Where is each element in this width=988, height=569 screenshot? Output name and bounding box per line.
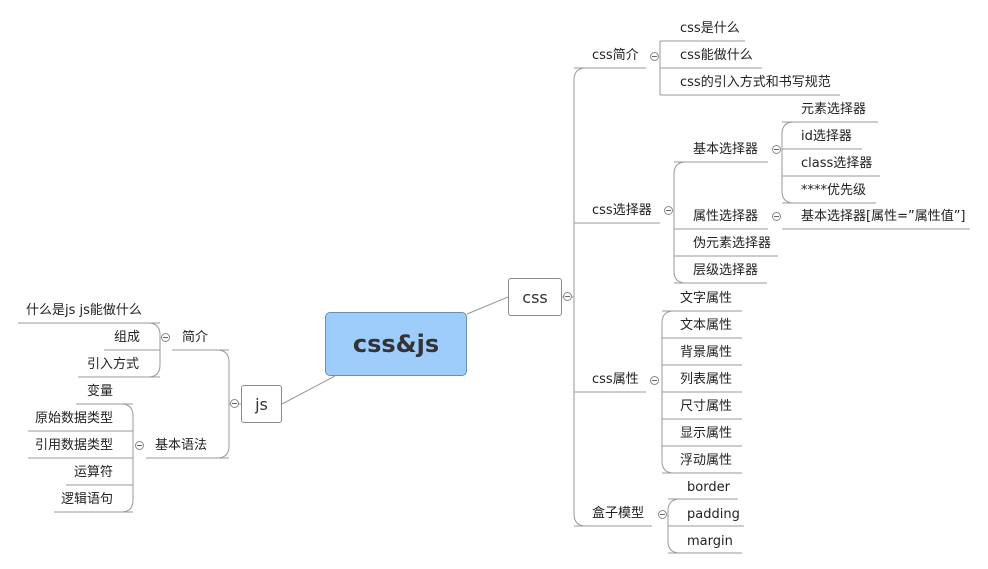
topic-leaf[interactable]: css能做什么: [680, 48, 753, 63]
collapse-icon[interactable]: [772, 212, 781, 221]
collapse-icon[interactable]: [650, 52, 659, 61]
collapse-icon[interactable]: [664, 206, 673, 215]
topic-basic-selectors[interactable]: 基本选择器: [693, 142, 759, 157]
collapse-icon[interactable]: [650, 376, 659, 385]
topic-leaf[interactable]: css的引入方式和书写规范: [680, 75, 831, 90]
topic-leaf[interactable]: 变量: [87, 384, 114, 399]
branch-lines: [18, 40, 970, 554]
topic-leaf[interactable]: 浮动属性: [680, 453, 733, 468]
topic-css-selectors[interactable]: css选择器: [592, 203, 652, 218]
collapse-icon[interactable]: [135, 441, 144, 450]
topic-leaf[interactable]: css是什么: [680, 21, 740, 36]
topic-leaf[interactable]: 显示属性: [680, 426, 733, 441]
topic-leaf[interactable]: 文本属性: [680, 318, 733, 333]
collapse-icon[interactable]: [230, 399, 239, 408]
topic-leaf[interactable]: 组成: [114, 330, 141, 345]
topic-js-intro[interactable]: 简介: [182, 330, 209, 345]
collapse-icon[interactable]: [563, 292, 572, 301]
topic-leaf[interactable]: padding: [687, 507, 740, 522]
topic-leaf[interactable]: 列表属性: [680, 372, 733, 387]
topic-leaf[interactable]: border: [687, 480, 730, 495]
topic-leaf[interactable]: 什么是js js能做什么: [26, 303, 142, 318]
topic-leaf[interactable]: 引用数据类型: [35, 438, 114, 453]
topic-leaf[interactable]: 层级选择器: [693, 263, 759, 278]
topic-leaf[interactable]: 基本选择器[属性=”属性值”]: [801, 209, 966, 224]
root-node[interactable]: css&js: [325, 312, 467, 376]
topic-css-intro[interactable]: css简介: [592, 48, 639, 63]
topic-box-model[interactable]: 盒子模型: [592, 506, 645, 521]
topic-leaf[interactable]: 引入方式: [87, 357, 140, 372]
collapse-icon[interactable]: [161, 333, 170, 342]
node-css[interactable]: css: [508, 278, 562, 316]
topic-leaf[interactable]: 逻辑语句: [61, 492, 114, 507]
topic-leaf[interactable]: 文字属性: [680, 291, 733, 306]
topic-leaf[interactable]: id选择器: [801, 129, 852, 144]
topic-leaf[interactable]: 伪元素选择器: [693, 236, 772, 251]
topic-leaf[interactable]: ****优先级: [801, 183, 867, 198]
topic-js-syntax[interactable]: 基本语法: [155, 438, 208, 453]
collapse-icon[interactable]: [658, 510, 667, 519]
topic-leaf[interactable]: 元素选择器: [801, 102, 867, 117]
topic-leaf[interactable]: margin: [687, 534, 733, 549]
topic-leaf[interactable]: 原始数据类型: [35, 411, 114, 426]
topic-css-properties[interactable]: css属性: [592, 372, 639, 387]
topic-leaf[interactable]: class选择器: [801, 156, 873, 171]
topic-attribute-selectors[interactable]: 属性选择器: [693, 209, 759, 224]
topic-leaf[interactable]: 背景属性: [680, 345, 733, 360]
collapse-icon[interactable]: [772, 145, 781, 154]
topic-leaf[interactable]: 尺寸属性: [680, 399, 733, 414]
node-js[interactable]: js: [241, 385, 282, 423]
topic-leaf[interactable]: 运算符: [74, 465, 114, 480]
